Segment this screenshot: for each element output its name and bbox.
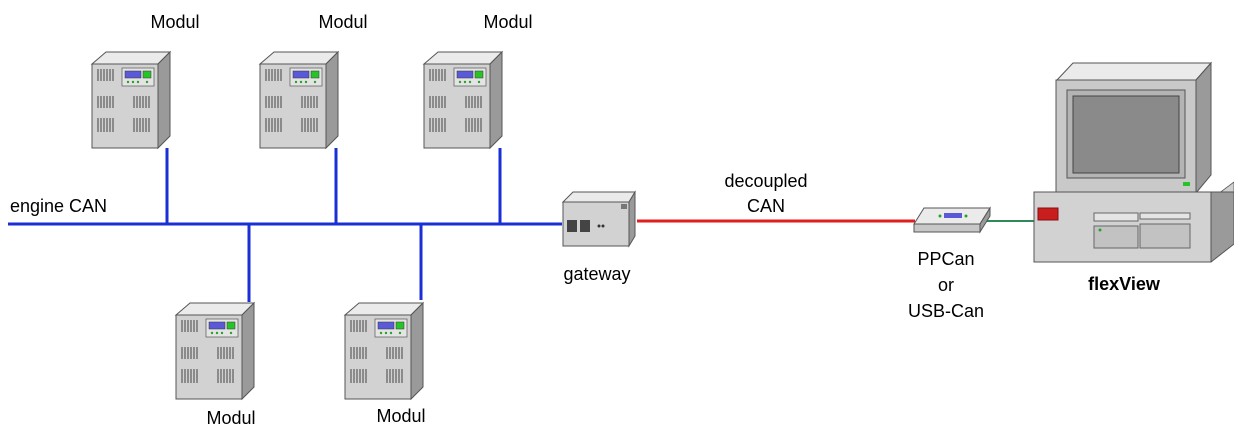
server-tower-icon [344,302,424,400]
can-adapter-icon [913,206,991,234]
server-tower-icon [91,51,171,149]
server-tower-icon [259,51,339,149]
adapter-label: USB-Can [908,301,984,321]
adapter-label: PPCan [917,249,974,269]
bottom-module-label: Modul [376,406,425,426]
engine-can-label: engine CAN [10,196,107,216]
top-module-label: Modul [318,12,367,32]
adapter-label: or [938,275,954,295]
top-module-label: Modul [483,12,532,32]
decoupled-can-label: CAN [747,196,785,216]
decoupled-can-label: decoupled [724,171,807,191]
gateway-label: gateway [563,264,630,284]
top-module-label: Modul [150,12,199,32]
desktop-pc-icon [1033,61,1234,263]
computer-label: flexView [1088,274,1161,294]
server-tower-icon [175,302,255,400]
bottom-module-label: Modul [206,408,255,428]
gateway-box-icon [561,190,636,248]
server-tower-icon [423,51,503,149]
engine-can-bus [8,148,562,302]
